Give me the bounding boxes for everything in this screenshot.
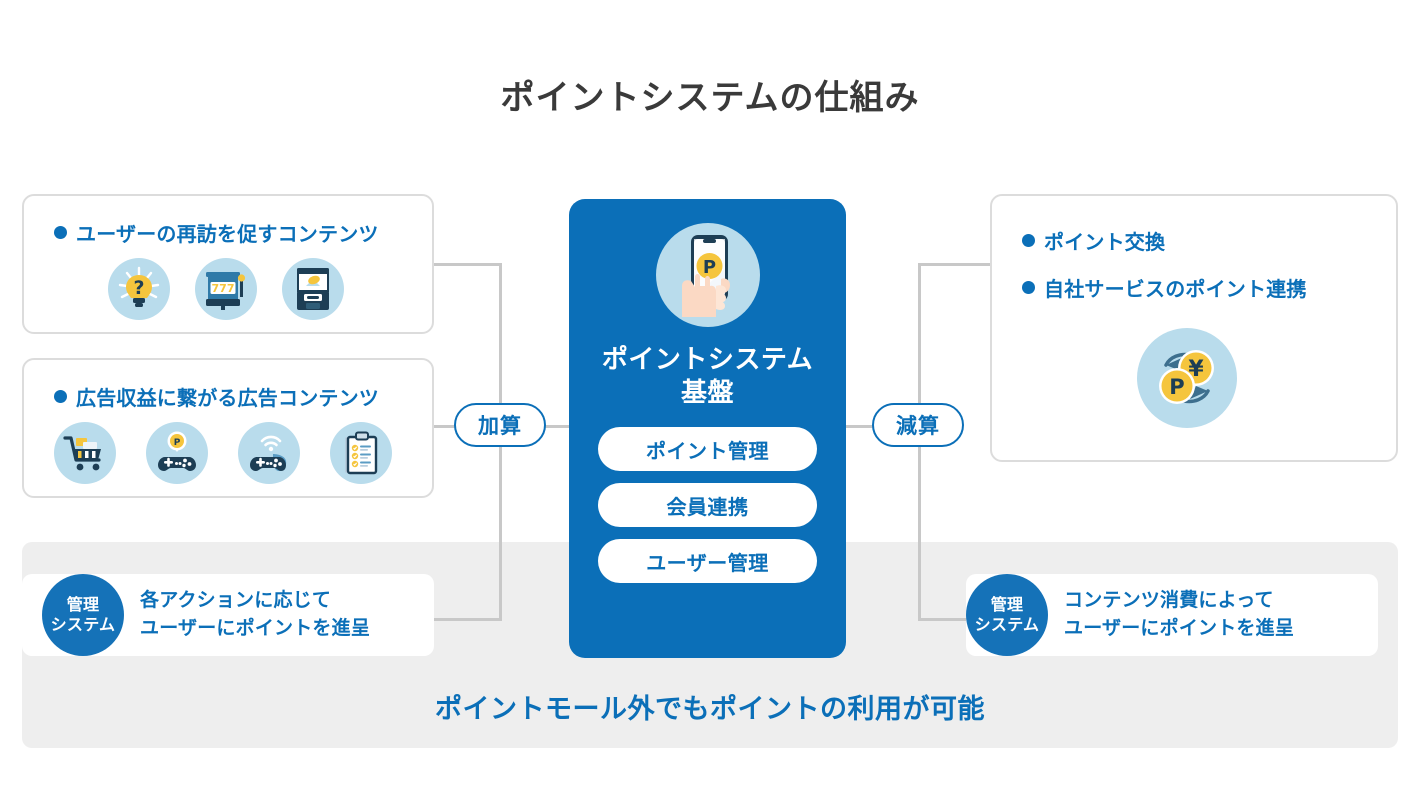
bullet-dot-icon [1022, 281, 1035, 294]
shopping-cart-icon [54, 422, 116, 484]
mgmt-badge-right-line2: システム [974, 615, 1040, 634]
connector-right-box1-stub [920, 263, 992, 266]
left-box-2-icon-row: P [54, 422, 392, 484]
center-title-line1: ポイントシステム [601, 345, 814, 375]
game-controller-wifi-icon [238, 422, 300, 484]
right-box-point-usage: ポイント交換 自社サービスのポイント連携 ¥ P [990, 194, 1398, 462]
mgmt-text-left-line2: ユーザーにポイントを進呈 [140, 617, 371, 639]
hand-holding-phone-point-icon: P [655, 223, 760, 327]
banner-caption: ポイントモール外でもポイントの利用が可能 [435, 694, 985, 725]
game-controller-point-icon: P [146, 422, 208, 484]
mgmt-badge-left: 管理 システム [42, 574, 124, 656]
mgmt-card-left: 管理 システム 各アクションに応じて ユーザーにポイントを進呈 [22, 574, 434, 656]
svg-text:777: 777 [212, 282, 235, 295]
operator-subtract-label: 減算 [896, 414, 940, 438]
feature-pill-point-management[interactable]: ポイント管理 [598, 427, 817, 471]
right-box-bullet-1: ポイント交換 [1022, 226, 1165, 255]
left-box-2-bullet-label: 広告収益に繋がる広告コンテンツ [76, 386, 379, 410]
feature-pill-user-management[interactable]: ユーザー管理 [598, 539, 817, 583]
center-feature-pill-list: ポイント管理 会員連携 ユーザー管理 [598, 427, 817, 583]
mgmt-text-right-line1: コンテンツ消費によって [1064, 589, 1274, 612]
center-box-title: ポイントシステム 基盤 [602, 344, 813, 409]
connector-left-box1-stub [432, 263, 502, 266]
right-box-bullet-1-label: ポイント交換 [1044, 230, 1166, 254]
slot-machine-icon: 777 [195, 258, 257, 320]
mgmt-text-right: コンテンツ消費によって ユーザーにポイントを進呈 [1064, 587, 1294, 642]
left-box-1-icon-row: ? 777 [108, 258, 344, 320]
right-box-bullet-2: 自社サービスのポイント連携 [1022, 273, 1307, 302]
survey-clipboard-icon [330, 422, 392, 484]
svg-text:P: P [702, 257, 715, 278]
page-title: ポイントシステムの仕組み [500, 78, 920, 118]
left-box-ad-content: 広告収益に繋がる広告コンテンツ P [22, 358, 434, 498]
operator-pill-add: 加算 [454, 403, 546, 447]
connector-right-box2-stub [920, 618, 972, 621]
operator-add-label: 加算 [478, 414, 522, 438]
quiz-lightbulb-icon: ? [108, 258, 170, 320]
bullet-dot-icon [54, 226, 67, 239]
mgmt-card-right: 管理 システム コンテンツ消費によって ユーザーにポイントを進呈 [966, 574, 1378, 656]
bullet-dot-icon [54, 390, 67, 403]
point-yen-exchange-icon: ¥ P [1137, 328, 1237, 428]
svg-text:P: P [1169, 375, 1184, 399]
svg-text:¥: ¥ [1188, 357, 1204, 382]
mgmt-text-right-line2: ユーザーにポイントを進呈 [1064, 617, 1295, 639]
left-box-1-bullet: ユーザーの再訪を促すコンテンツ [54, 218, 379, 247]
right-box-bullet-2-label: 自社サービスのポイント連携 [1044, 277, 1307, 301]
mgmt-badge-right: 管理 システム [966, 574, 1048, 656]
gachapon-machine-icon [282, 258, 344, 320]
bullet-dot-icon [1022, 234, 1035, 247]
left-box-1-bullet-label: ユーザーの再訪を促すコンテンツ [76, 222, 379, 246]
mgmt-badge-left-line1: 管理 [66, 595, 100, 614]
center-title-line2: 基盤 [680, 377, 734, 408]
svg-text:?: ? [133, 277, 144, 299]
operator-pill-subtract: 減算 [872, 403, 964, 447]
mgmt-text-left-line1: 各アクションに応じて [140, 589, 332, 612]
feature-pill-member-linkage[interactable]: 会員連携 [598, 483, 817, 527]
connector-left-box3-stub [432, 618, 502, 621]
center-platform-box: P ポイントシステム 基盤 ポイント管理 会員連携 ユーザー管理 [569, 199, 846, 658]
svg-text:P: P [174, 438, 181, 448]
mgmt-badge-right-line1: 管理 [990, 595, 1024, 614]
left-box-2-bullet: 広告収益に繋がる広告コンテンツ [54, 382, 379, 411]
mgmt-badge-left-line2: システム [50, 615, 116, 634]
mgmt-text-left: 各アクションに応じて ユーザーにポイントを進呈 [140, 587, 370, 642]
left-box-revisit-content: ユーザーの再訪を促すコンテンツ ? [22, 194, 434, 334]
